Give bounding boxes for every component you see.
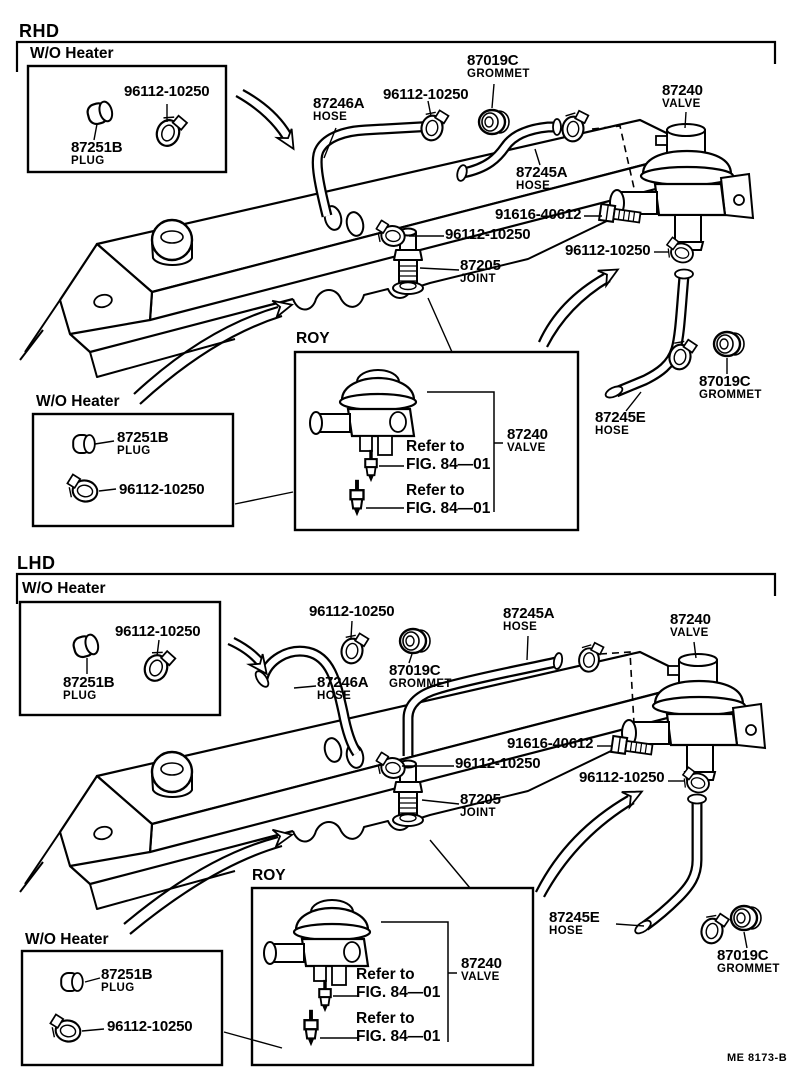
- rhd-section-bracket: [15, 40, 777, 72]
- rhd-clamp-top-label: 96112-10250: [383, 86, 469, 103]
- lhd-clamp-right-label: 96112-10250: [579, 769, 665, 786]
- rhd-mid-clamp-label: 96112-10250: [119, 481, 205, 498]
- lhd-clamp-joint-label: 96112-10250: [455, 755, 541, 772]
- rhd-clamp-joint-label: 96112-10250: [445, 226, 531, 243]
- lhd-bottom-clamp-label: 96112-10250: [107, 1018, 193, 1035]
- rhd-section-title: RHD: [19, 21, 60, 41]
- lhd-wo-heater-bottom-title: W/O Heater: [25, 931, 109, 948]
- rhd-roy-contents: [308, 368, 503, 519]
- figure-code: ME 8173-B: [727, 1052, 788, 1064]
- lhd-union-bolt-label: 91616-40612: [507, 735, 594, 752]
- lhd-roy-title: ROY: [252, 867, 286, 884]
- rhd-union-bolt-label: 91616-40612: [495, 206, 582, 223]
- lhd-roy-contents: [262, 898, 457, 1049]
- rhd-clamp-right-label: 96112-10250: [565, 242, 651, 259]
- lhd-wo-heater-top-title: W/O Heater: [22, 580, 106, 597]
- callout-boxes: [18, 64, 580, 1067]
- rhd-box-clamp-label: 96112-10250: [124, 83, 210, 100]
- lhd-box-clamp-label: 96112-10250: [115, 623, 201, 640]
- lhd-clamp-top-label: 96112-10250: [309, 603, 395, 620]
- flow-arrows: [123, 89, 647, 935]
- rhd-wo-heater-mid-title: W/O Heater: [36, 393, 120, 410]
- dashed-connectors: [591, 125, 635, 725]
- hoses: [254, 117, 707, 935]
- rhd-wo-heater-top-title: W/O Heater: [30, 45, 114, 62]
- lhd-section-title: LHD: [17, 553, 56, 573]
- leader-lines: [81, 83, 748, 1049]
- lhd-section-bracket: [15, 572, 777, 604]
- rhd-roy-title: ROY: [296, 330, 330, 347]
